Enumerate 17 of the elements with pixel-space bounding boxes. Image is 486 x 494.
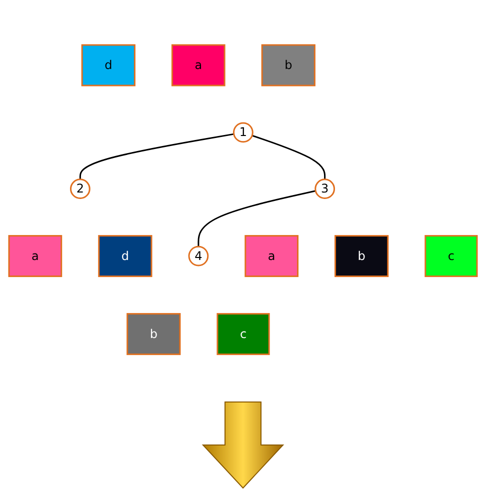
- connector: [198, 190, 316, 247]
- node-box: a: [8, 235, 62, 278]
- node-box: c: [216, 313, 270, 356]
- node-box: b: [334, 235, 389, 278]
- node-circle: 1: [233, 122, 254, 143]
- node-box: b: [126, 313, 181, 356]
- node-box: a: [171, 44, 226, 87]
- node-circle: 2: [70, 179, 90, 200]
- connector: [79, 134, 234, 180]
- node-box: b: [261, 44, 316, 87]
- node-box: a: [244, 235, 298, 278]
- node-box: d: [98, 235, 152, 278]
- connector: [252, 135, 326, 180]
- node-circle: 3: [314, 179, 336, 200]
- node-box: c: [424, 235, 478, 278]
- node-circle: 4: [188, 246, 209, 267]
- node-box: d: [81, 44, 136, 87]
